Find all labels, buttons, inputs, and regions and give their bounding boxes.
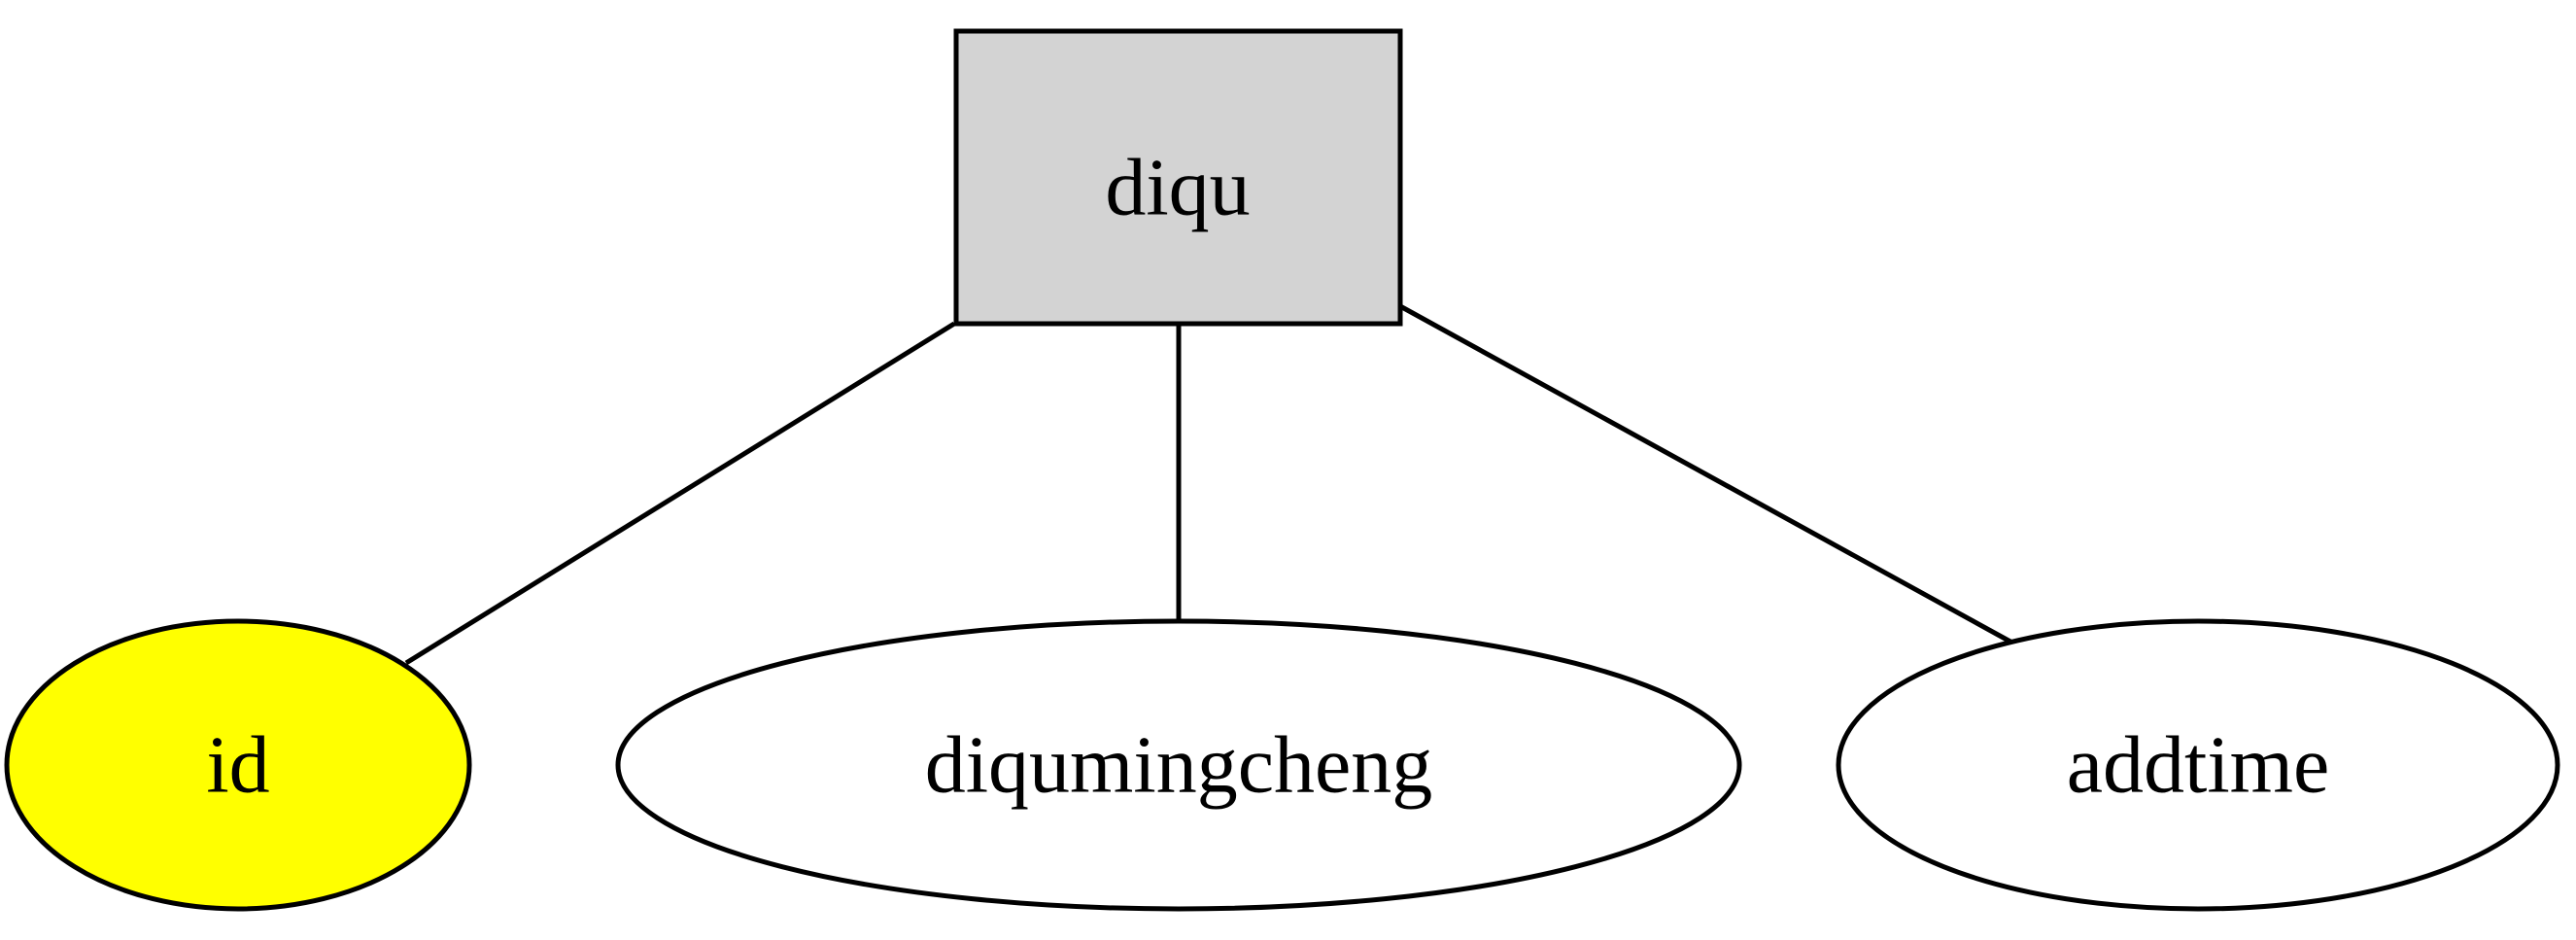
edge-diqu-addtime bbox=[1398, 303, 2021, 649]
edge-diqu-id bbox=[404, 321, 956, 666]
attribute-label-addtime: addtime bbox=[2067, 720, 2330, 811]
attribute-label-id: id bbox=[206, 720, 269, 811]
attribute-label-diqumingcheng: diqumingcheng bbox=[925, 720, 1433, 811]
attribute-ellipse-id bbox=[4, 618, 472, 912]
attribute-node-id: id bbox=[4, 618, 472, 912]
attribute-ellipse-diqumingcheng bbox=[615, 618, 1742, 912]
entity-box bbox=[953, 28, 1403, 327]
entity-node-diqu: diqu bbox=[953, 28, 1403, 327]
attribute-node-diqumingcheng: diqumingcheng bbox=[615, 618, 1742, 912]
entity-label: diqu bbox=[1105, 143, 1250, 233]
attribute-ellipse-addtime bbox=[1836, 618, 2560, 912]
attribute-node-addtime: addtime bbox=[1836, 618, 2560, 912]
